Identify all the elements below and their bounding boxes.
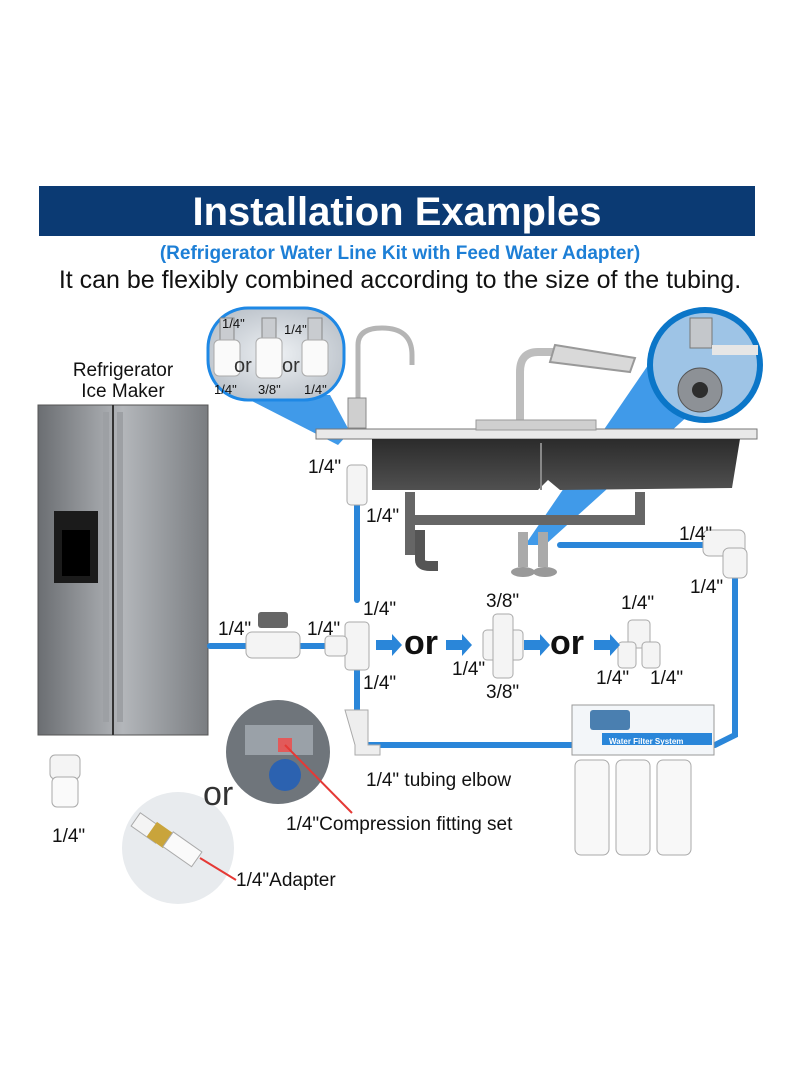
label-tubing-elbow: 1/4" tubing elbow xyxy=(366,770,512,791)
label-alt-tee-bottom: 3/8" xyxy=(486,682,520,703)
filter-system-label: Water Filter System xyxy=(609,737,684,746)
inset-top-left: 1/4" xyxy=(222,316,245,331)
inset-bottom-mid: 3/8" xyxy=(258,382,281,397)
label-small-fitting: 1/4" xyxy=(52,826,86,847)
label-or-big-1: or xyxy=(404,624,438,662)
inset-top-right: 1/4" xyxy=(284,322,307,337)
flow-arrows xyxy=(376,634,620,656)
faucet-union-fitting xyxy=(346,464,368,506)
label-faucet-fitting: 1/4" xyxy=(308,457,342,478)
small-adapter-fitting xyxy=(49,754,81,808)
label-elbow-top: 1/4" xyxy=(679,524,713,545)
sink-basins xyxy=(372,439,740,490)
tee-fitting xyxy=(324,621,370,671)
adapter-inset xyxy=(122,792,237,904)
label-alt-tee-top: 3/8" xyxy=(486,591,520,612)
label-tee-bottom: 1/4" xyxy=(363,673,397,694)
label-y-top: 1/4" xyxy=(621,593,655,614)
label-faucet-tube: 1/4" xyxy=(366,506,400,527)
compression-inset xyxy=(226,700,353,814)
label-valve-left: 1/4" xyxy=(218,619,252,640)
feed-adapter-inset xyxy=(647,307,763,423)
drinking-faucet xyxy=(347,325,415,429)
refrigerator-label-line2: Ice Maker xyxy=(81,381,165,402)
elbow-fitting xyxy=(702,529,748,579)
label-or-big-2: or xyxy=(550,624,584,662)
label-y-right: 1/4" xyxy=(650,668,684,689)
shutoff-valve xyxy=(245,612,301,659)
label-tee-top: 1/4" xyxy=(363,599,397,620)
angle-valves xyxy=(511,532,557,577)
inset-bottom-right: 1/4" xyxy=(304,382,327,397)
refrigerator-label: Refrigerator Ice Maker xyxy=(58,360,188,402)
alt-tee-fitting xyxy=(482,613,524,679)
kitchen-faucet xyxy=(475,343,637,431)
subtitle: (Refrigerator Water Line Kit with Feed W… xyxy=(159,243,641,264)
label-alt-tee-left: 1/4" xyxy=(452,659,486,680)
label-compression-set: 1/4"Compression fitting set xyxy=(286,814,513,835)
description: It can be flexibly combined according to… xyxy=(58,266,742,294)
refrigerator xyxy=(37,404,209,736)
fittings-inset xyxy=(206,306,346,402)
label-y-left: 1/4" xyxy=(596,668,630,689)
inset-bottom-left: 1/4" xyxy=(214,382,237,397)
title-banner: Installation Examples xyxy=(39,186,755,236)
tubing-elbow-fitting xyxy=(344,709,381,756)
inset-or-2: or xyxy=(282,355,300,377)
inset-or-1: or xyxy=(234,355,252,377)
label-or-left: or xyxy=(203,775,234,813)
refrigerator-label-line1: Refrigerator xyxy=(72,360,174,381)
label-valve-right: 1/4" xyxy=(307,619,341,640)
label-elbow-right: 1/4" xyxy=(690,577,724,598)
label-adapter: 1/4"Adapter xyxy=(236,870,336,891)
ro-filter-system xyxy=(571,704,715,856)
y-fitting xyxy=(617,619,661,669)
